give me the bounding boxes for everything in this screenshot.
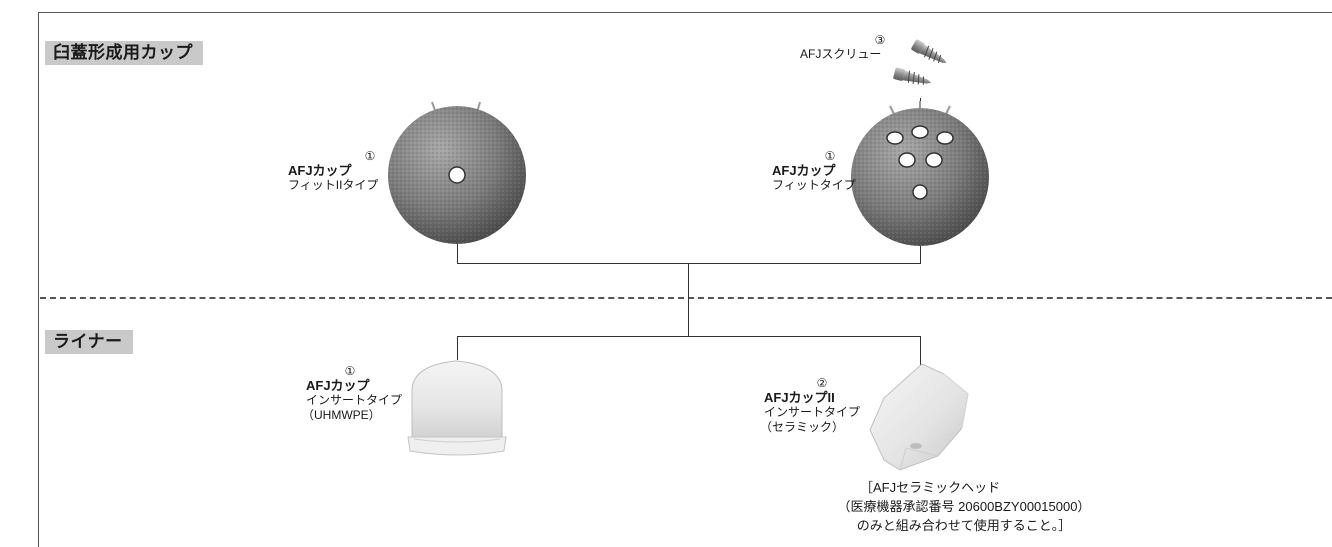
caption-liner-ceramic-line3: （セラミック） bbox=[760, 420, 845, 434]
caption-liner-uhmwpe-num: ① bbox=[344, 364, 356, 378]
caption-cup-fit2-line2: フィットIIタイプ bbox=[288, 178, 379, 192]
frame-top-border bbox=[38, 12, 1332, 13]
cup-fit-image bbox=[851, 101, 989, 246]
section-divider bbox=[40, 297, 1332, 299]
caption-liner-ceramic-num: ② bbox=[816, 376, 828, 390]
connector-cup-right bbox=[920, 236, 921, 264]
caption-liner-ceramic: ② AFJカップII インサートタイプ （セラミック） bbox=[760, 376, 908, 435]
caption-cup-fit-num: ① bbox=[824, 149, 836, 163]
caption-liner-uhmwpe-line2: インサートタイプ bbox=[306, 393, 403, 407]
connector-liner-left bbox=[457, 336, 458, 360]
caption-cup-fit2-num: ① bbox=[364, 149, 376, 163]
liner-uhmwpe-image bbox=[407, 360, 507, 456]
caption-screw-label: AFJスクリュー bbox=[800, 47, 882, 61]
caption-cup-fit-line2: フィットタイプ bbox=[772, 178, 856, 192]
connector-cup-horizontal bbox=[457, 263, 921, 264]
caption-screw-num: ③ bbox=[874, 33, 886, 47]
caption-screw: ③ AFJスクリュー bbox=[800, 34, 885, 62]
section-label-cup: 臼蓋形成用カップ bbox=[45, 41, 203, 65]
note-line2: （医療機器承認番号 20600BZY00015000） bbox=[837, 499, 1091, 514]
connector-liner-right bbox=[920, 336, 921, 366]
caption-liner-ceramic-line1: AFJカップII bbox=[764, 390, 835, 405]
caption-liner-uhmwpe-line3: （UHMWPE） bbox=[302, 408, 381, 422]
connector-vertical-trunk bbox=[688, 263, 689, 337]
screw-image bbox=[893, 39, 947, 85]
connector-liner-horizontal bbox=[457, 336, 921, 337]
connector-cup-left bbox=[457, 236, 458, 264]
caption-liner-uhmwpe-line1: AFJカップ bbox=[306, 378, 370, 393]
frame-left-border bbox=[38, 12, 39, 547]
caption-cup-fit2: ① AFJカップ フィットIIタイプ bbox=[288, 149, 450, 193]
caption-cup-fit: ① AFJカップ フィットタイプ bbox=[772, 149, 904, 193]
liner-ceramic-image bbox=[869, 363, 969, 471]
caption-cup-fit2-line1: AFJカップ bbox=[288, 163, 352, 178]
note-line1: ［AFJセラミックヘッド bbox=[860, 480, 1001, 495]
caption-cup-fit-line1: AFJカップ bbox=[772, 163, 836, 178]
note-line3: のみと組み合わせて使用すること。］ bbox=[856, 518, 1072, 533]
cup-fit2-image bbox=[388, 101, 526, 244]
section-label-liner: ライナー bbox=[45, 330, 133, 354]
caption-liner-ceramic-line2: インサートタイプ bbox=[764, 405, 861, 419]
ceramic-usage-note: ［AFJセラミックヘッド （医療機器承認番号 20600BZY00015000）… bbox=[824, 478, 1104, 535]
caption-liner-uhmwpe: ① AFJカップ インサートタイプ （UHMWPE） bbox=[302, 364, 436, 423]
